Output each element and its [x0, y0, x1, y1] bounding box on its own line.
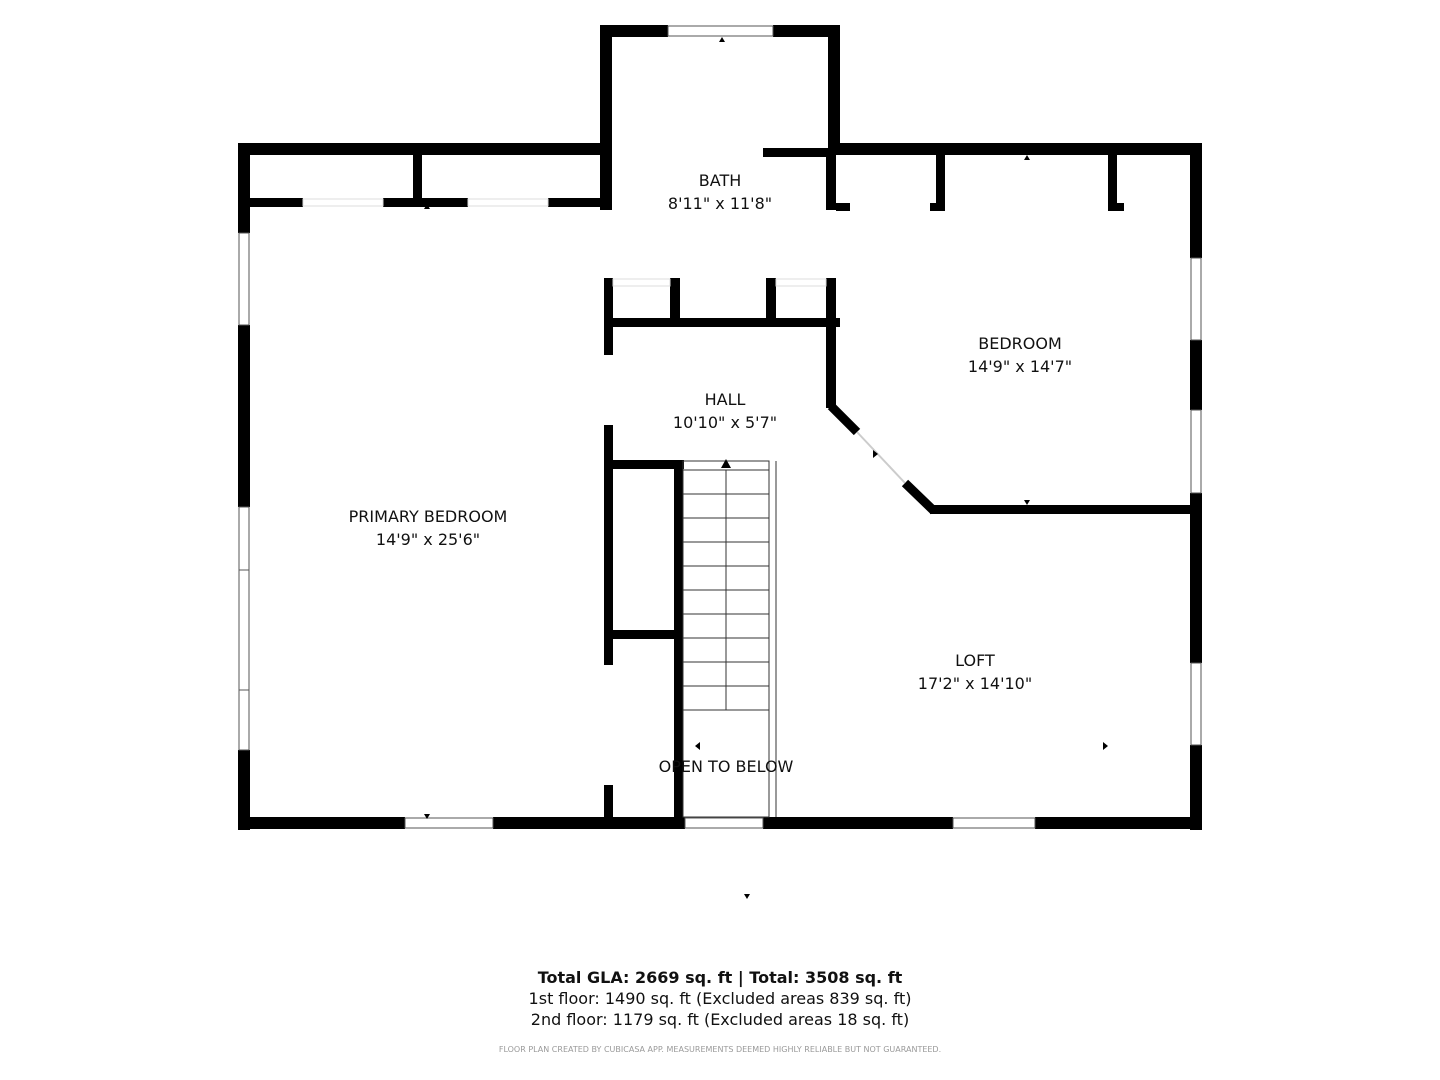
- room-size: 14'9" x 14'7": [967, 357, 1073, 376]
- stair-arrow-icon: [721, 459, 731, 468]
- room-size: 10'10" x 5'7": [672, 413, 778, 432]
- room-size: 17'2" x 14'10": [917, 674, 1033, 693]
- footer-first-floor: 1st floor: 1490 sq. ft (Excluded areas 8…: [528, 989, 912, 1008]
- room-name: OPEN TO BELOW: [658, 757, 794, 776]
- markers: [424, 37, 1108, 899]
- room-primary-bedroom: PRIMARY BEDROOM 14'9" x 25'6": [349, 505, 508, 551]
- room-size: 14'9" x 25'6": [375, 530, 481, 549]
- room-bath: BATH 8'11" x 11'8": [668, 169, 772, 215]
- room-name: HALL: [704, 390, 746, 409]
- room-size: 8'11" x 11'8": [667, 194, 773, 213]
- room-name: PRIMARY BEDROOM: [348, 507, 508, 526]
- room-loft: LOFT 17'2" x 14'10": [918, 649, 1032, 695]
- room-name: LOFT: [955, 651, 995, 670]
- footer-second-floor: 2nd floor: 1179 sq. ft (Excluded areas 1…: [530, 1010, 910, 1029]
- footer-disclaimer: FLOOR PLAN CREATED BY CUBICASA APP. MEAS…: [498, 1045, 942, 1054]
- room-bedroom: BEDROOM 14'9" x 14'7": [968, 332, 1072, 378]
- room-hall: HALL 10'10" x 5'7": [673, 388, 777, 434]
- staircase: [682, 460, 777, 818]
- room-open-to-below: OPEN TO BELOW: [659, 755, 794, 778]
- room-name: BEDROOM: [978, 334, 1062, 353]
- diagonal-wall: [827, 402, 938, 515]
- windows: [238, 25, 1202, 829]
- room-name: BATH: [698, 171, 742, 190]
- footer-total: Total GLA: 2669 sq. ft | Total: 3508 sq.…: [537, 968, 903, 987]
- door-opening: [856, 431, 906, 484]
- walls: [238, 25, 1202, 830]
